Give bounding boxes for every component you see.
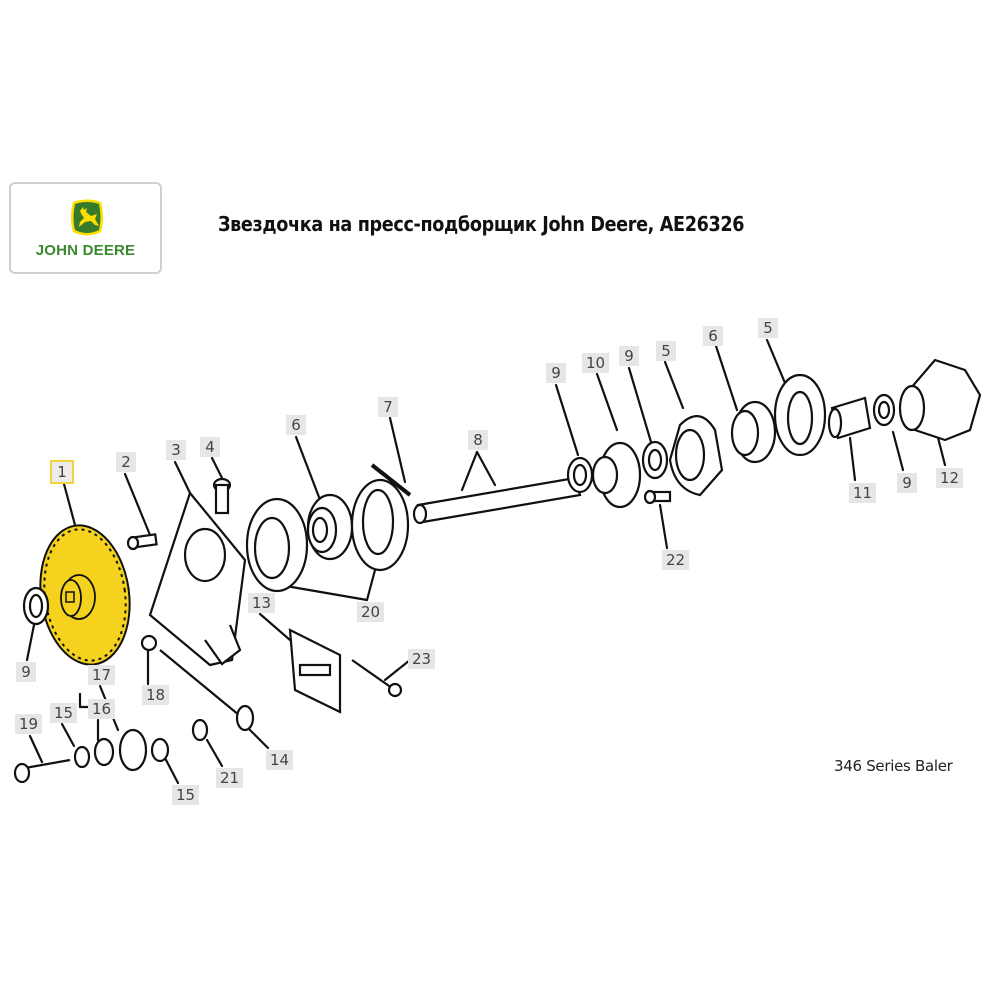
callout-part-8[interactable]: 8 [468,430,488,450]
callout-part-7[interactable]: 7 [378,397,398,417]
callout-part-12[interactable]: 12 [936,468,964,488]
callout-part-16[interactable]: 16 [88,699,116,719]
callout-part-9[interactable]: 9 [897,473,917,493]
callout-part-20[interactable]: 20 [357,602,385,622]
callout-part-21[interactable]: 21 [216,768,244,788]
callout-part-1[interactable]: 1 [50,460,74,484]
callout-part-9[interactable]: 9 [546,363,566,383]
sprocket-part-1 [39,524,131,666]
diagram-caption: 346 Series Baler [834,757,953,775]
callout-part-18[interactable]: 18 [142,685,170,705]
callout-part-10[interactable]: 10 [582,353,610,373]
exploded-parts-diagram [13,338,982,785]
callout-part-15[interactable]: 15 [172,785,200,805]
callout-part-17[interactable]: 17 [88,665,116,685]
john-deere-logo: JOHN DEERE [9,182,162,274]
callout-part-6[interactable]: 6 [703,326,723,346]
callout-part-13[interactable]: 13 [248,593,276,613]
callout-part-3[interactable]: 3 [166,440,186,460]
callout-part-5[interactable]: 5 [656,341,676,361]
callout-part-2[interactable]: 2 [116,452,136,472]
logo-text: JOHN DEERE [35,242,136,259]
callout-part-19[interactable]: 19 [15,714,43,734]
callout-part-5[interactable]: 5 [758,318,778,338]
callout-part-6[interactable]: 6 [286,415,306,435]
callout-part-9[interactable]: 9 [16,662,36,682]
callout-part-4[interactable]: 4 [200,437,220,457]
callout-part-11[interactable]: 11 [849,483,877,503]
leaping-deer-icon [71,199,103,236]
callout-part-9[interactable]: 9 [619,346,639,366]
callout-part-14[interactable]: 14 [266,750,294,770]
page-title: Звездочка на пресс-подборщик John Deere,… [218,212,745,236]
callout-part-23[interactable]: 23 [408,649,436,669]
callout-part-15[interactable]: 15 [50,703,78,723]
callout-part-22[interactable]: 22 [662,550,690,570]
